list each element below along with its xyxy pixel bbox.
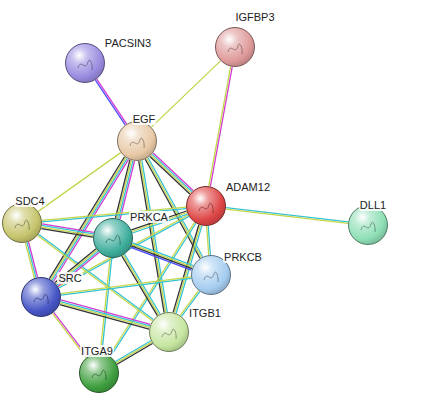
- protein-node: ADAM12: [186, 186, 226, 226]
- evidence-line: [209, 67, 231, 187]
- evidence-line: [61, 302, 150, 326]
- interaction-edge: [41, 224, 93, 237]
- evidence-line: [226, 209, 348, 223]
- evidence-line: [132, 244, 193, 267]
- interaction-edge: [95, 79, 126, 125]
- evidence-line: [97, 79, 127, 124]
- interaction-edge: [131, 243, 193, 270]
- evidence-line: [102, 258, 112, 353]
- interaction-edge: [55, 249, 99, 286]
- node-label: PACSIN3: [104, 37, 152, 49]
- interaction-edge: [226, 208, 348, 224]
- evidence-line: [58, 253, 99, 287]
- evidence-line: [42, 227, 94, 235]
- structure-glyph: [80, 354, 118, 392]
- interaction-edge: [58, 215, 189, 288]
- node-label: ITGB1: [188, 307, 222, 319]
- node-label: ADAM12: [225, 181, 271, 193]
- node-label: DLL1: [359, 199, 387, 211]
- evidence-line: [122, 256, 158, 316]
- evidence-line: [115, 341, 150, 362]
- evidence-line: [210, 67, 232, 187]
- evidence-line: [226, 208, 348, 222]
- evidence-line: [116, 342, 151, 363]
- interaction-edge: [100, 258, 111, 353]
- node-label: EGF: [132, 113, 157, 125]
- protein-node: PRKCB: [191, 255, 231, 295]
- node-label: PRKCA: [129, 211, 169, 223]
- evidence-line: [60, 305, 149, 329]
- interaction-edge: [207, 226, 211, 255]
- evidence-line: [152, 154, 192, 192]
- evidence-line: [27, 242, 36, 277]
- protein-node: PACSIN3: [65, 43, 105, 83]
- evidence-line: [100, 258, 110, 353]
- evidence-line: [57, 251, 98, 285]
- evidence-line: [56, 250, 97, 284]
- structure-glyph: [3, 204, 41, 242]
- structure-glyph: [118, 122, 156, 160]
- node-label: SRC: [57, 272, 82, 284]
- node-label: SDC4: [14, 195, 45, 207]
- evidence-line: [61, 300, 150, 324]
- interaction-edge: [25, 242, 37, 278]
- evidence-line: [131, 246, 192, 269]
- interaction-edge: [209, 67, 232, 187]
- protein-node: ITGA9: [79, 353, 119, 393]
- evidence-line: [58, 215, 188, 287]
- evidence-line: [95, 80, 125, 125]
- protein-node: ITGB1: [149, 312, 189, 352]
- structure-glyph: [187, 187, 225, 225]
- evidence-line: [133, 243, 194, 266]
- protein-node: SRC: [21, 277, 61, 317]
- protein-node: PRKCA: [93, 218, 133, 258]
- structure-glyph: [94, 219, 132, 257]
- structure-glyph: [22, 278, 60, 316]
- evidence-line: [207, 226, 209, 255]
- evidence-line: [131, 247, 192, 270]
- protein-node: IGFBP3: [215, 27, 255, 67]
- node-label: ITGA9: [80, 345, 114, 357]
- interaction-edge: [151, 61, 220, 127]
- evidence-line: [117, 343, 152, 364]
- structure-glyph: [150, 313, 188, 351]
- node-label: PRKCB: [223, 251, 263, 263]
- structure-glyph: [349, 206, 387, 244]
- structure-glyph: [216, 28, 254, 66]
- interaction-edge: [115, 341, 152, 365]
- evidence-line: [60, 303, 149, 327]
- evidence-line: [151, 61, 220, 127]
- evidence-line: [41, 229, 93, 237]
- interaction-edge: [60, 300, 151, 329]
- protein-node: DLL1: [348, 205, 388, 245]
- structure-glyph: [66, 44, 104, 82]
- node-label: IGFBP3: [234, 11, 275, 23]
- protein-node: SDC4: [2, 203, 42, 243]
- protein-node: EGF: [117, 121, 157, 161]
- evidence-line: [25, 243, 34, 278]
